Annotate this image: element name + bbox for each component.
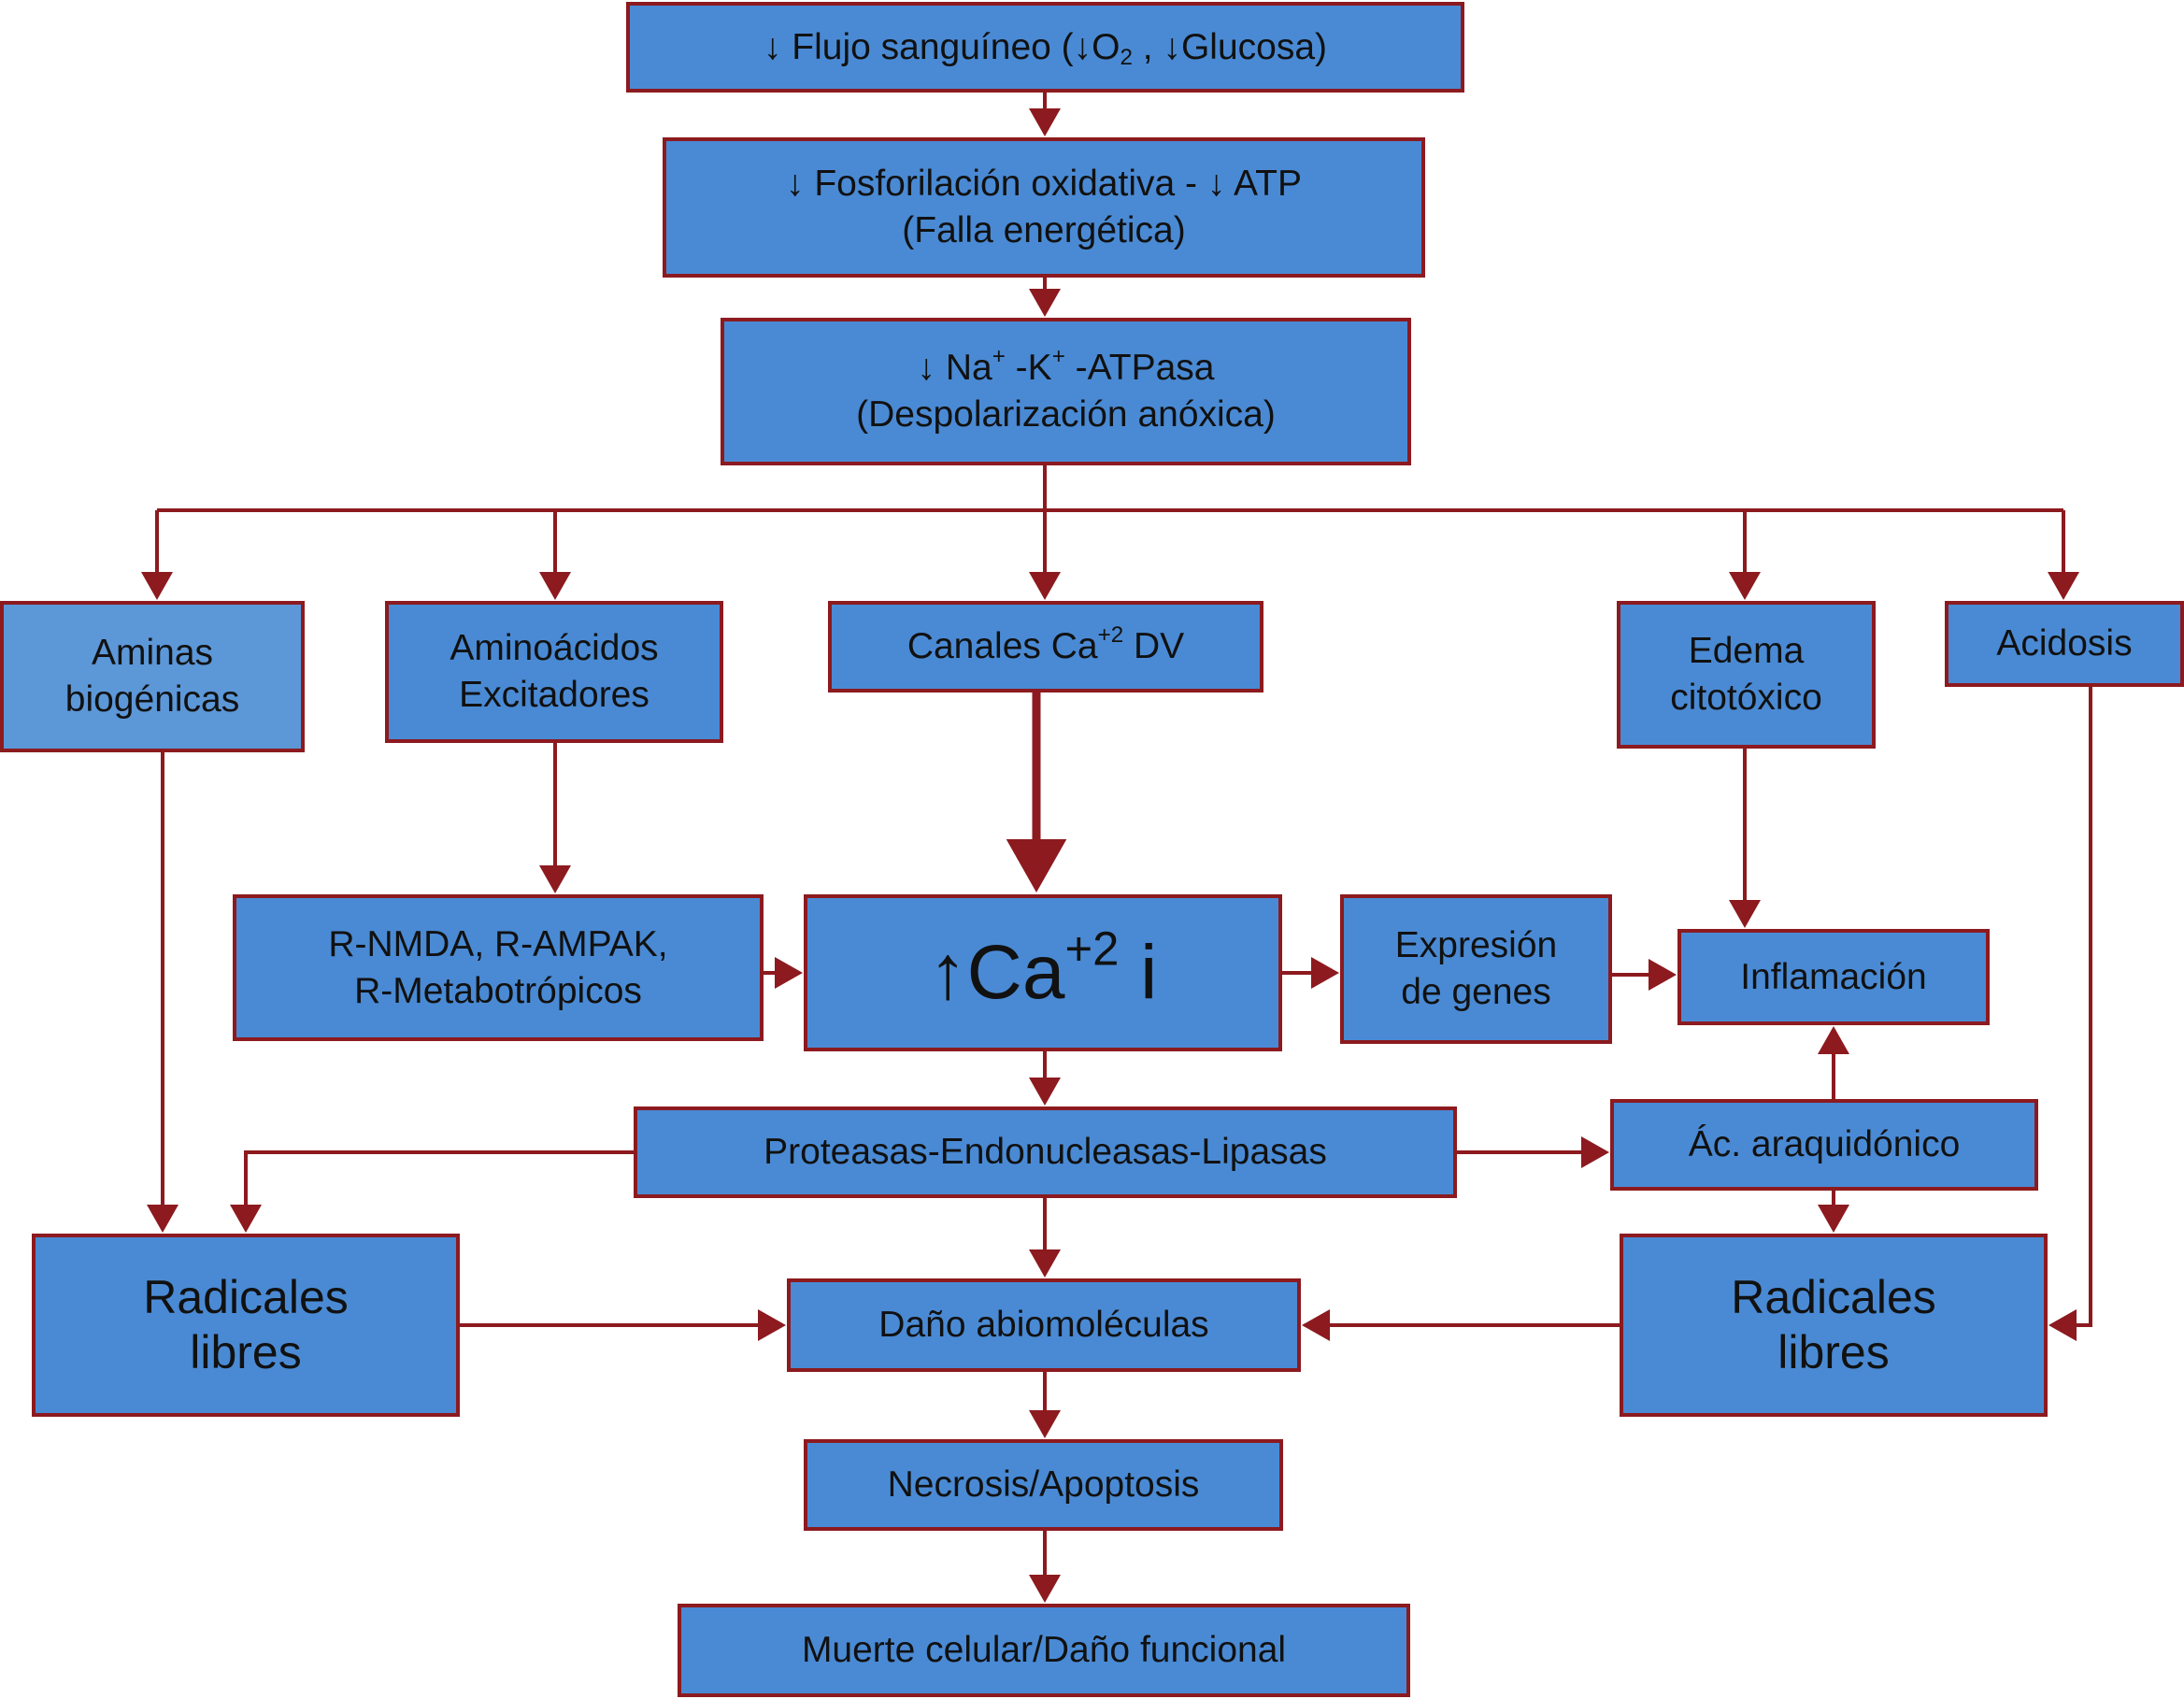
arrowhead-dano-right <box>1302 1309 1330 1341</box>
arrowhead-aminas <box>141 572 173 600</box>
arrowhead-receptores <box>539 865 571 893</box>
node-receptores-line2: R-Metabotrópicos <box>354 970 642 1011</box>
node-proteasas: Proteasas-Endonucleasas-Lipasas <box>634 1106 1457 1198</box>
arrowhead-aminoacidos <box>539 572 571 600</box>
node-radicales-izq-line2: libres <box>190 1326 302 1378</box>
node-dano: Daño abiomoléculas <box>787 1278 1301 1372</box>
node-inflamacion: Inflamación <box>1677 929 1990 1025</box>
node-edema-line1: Edema <box>1688 631 1805 672</box>
arrowhead-acidosis <box>2048 572 2079 600</box>
node-araquidonico: Ác. araquidónico <box>1610 1099 2038 1191</box>
node-necrosis-label: Necrosis/Apoptosis <box>887 1464 1200 1506</box>
arrowhead-expresion <box>1311 957 1339 989</box>
node-dano-label: Daño abiomoléculas <box>878 1305 1209 1346</box>
node-aminas-line1: Aminas <box>91 633 214 674</box>
arrowhead-radicales-izq-a <box>147 1205 178 1233</box>
connector-acidosis-radicales-der <box>2074 687 2092 1327</box>
node-flujo-label: ↓ Flujo sanguíneo (↓O2 , ↓Glucosa) <box>763 26 1328 70</box>
arrowhead-radicales-der <box>1818 1205 1849 1233</box>
arrowhead-edema <box>1729 572 1761 600</box>
node-receptores-line1: R-NMDA, R-AMPAK, <box>328 923 668 964</box>
node-calcio-label: ↑Ca+2 i <box>928 921 1158 1015</box>
node-edema: Edema citotóxico <box>1617 601 1876 749</box>
node-fosforilacion-line2: (Falla energética) <box>902 210 1186 250</box>
node-canales: Canales Ca+2 DV <box>828 601 1263 692</box>
arrowhead-dano-left <box>758 1309 786 1341</box>
node-aminoacidos: Aminoácidos Excitadores <box>385 601 723 743</box>
node-calcio: ↑Ca+2 i <box>804 894 1282 1051</box>
arrowhead-calcio <box>1006 839 1067 892</box>
node-aminas: Aminas biogénicas <box>0 601 305 752</box>
node-proteasas-label: Proteasas-Endonucleasas-Lipasas <box>764 1132 1327 1173</box>
node-araquidonico-label: Ác. araquidónico <box>1688 1124 1961 1165</box>
node-radicales-der-line1: Radicales <box>1731 1271 1936 1323</box>
arrowhead-radicales-der-right <box>2048 1309 2077 1341</box>
node-atpasa: ↓ Na+ -K+ -ATPasa (Despolarización anóxi… <box>721 318 1411 465</box>
node-atpasa-line2: (Despolarización anóxica) <box>856 394 1276 435</box>
node-radicales-izq: Radicales libres <box>32 1234 460 1417</box>
node-aminas-line2: biogénicas <box>64 679 240 720</box>
node-muerte: Muerte celular/Daño funcional <box>678 1604 1410 1697</box>
node-acidosis: Acidosis <box>1945 601 2184 687</box>
arrowhead-fosforilacion <box>1029 108 1061 136</box>
node-expresion-line2: de genes <box>1401 972 1551 1012</box>
arrowhead-necrosis <box>1029 1410 1061 1438</box>
node-radicales-izq-line1: Radicales <box>143 1271 349 1323</box>
node-radicales-der-line2: libres <box>1777 1326 1890 1378</box>
node-inflamacion-label: Inflamación <box>1740 956 1927 997</box>
arrowhead-canales <box>1029 572 1061 600</box>
arrowhead-inflamacion-bottom <box>1818 1026 1849 1054</box>
node-edema-line2: citotóxico <box>1670 678 1822 718</box>
node-muerte-label: Muerte celular/Daño funcional <box>801 1630 1287 1671</box>
node-acidosis-label: Acidosis <box>1996 623 2133 664</box>
node-aminoacidos-line2: Excitadores <box>459 675 649 715</box>
arrowhead-proteasas <box>1029 1078 1061 1106</box>
arrowhead-araquidonico <box>1581 1136 1609 1168</box>
node-atpasa-line1: ↓ Na+ -K+ -ATPasa <box>917 344 1215 389</box>
connector-proteasas-radicales-izq <box>244 1150 634 1207</box>
arrowhead-muerte <box>1029 1575 1061 1603</box>
arrowhead-calcio-left <box>775 957 803 989</box>
arrowhead-atpasa <box>1029 289 1061 317</box>
node-expresion: Expresión de genes <box>1340 894 1612 1044</box>
node-fosforilacion: ↓ Fosforilación oxidativa - ↓ ATP (Falla… <box>663 137 1425 278</box>
arrowhead-inflamacion-top <box>1729 900 1761 928</box>
arrowhead-dano-top <box>1029 1249 1061 1278</box>
node-flujo: ↓ Flujo sanguíneo (↓O2 , ↓Glucosa) <box>626 2 1464 93</box>
node-expresion-line1: Expresión <box>1394 925 1558 966</box>
node-fosforilacion-line1: ↓ Fosforilación oxidativa - ↓ ATP <box>786 164 1302 205</box>
node-aminoacidos-line1: Aminoácidos <box>450 628 659 669</box>
node-receptores: R-NMDA, R-AMPAK, R-Metabotrópicos <box>233 894 764 1041</box>
node-necrosis: Necrosis/Apoptosis <box>804 1439 1283 1531</box>
node-canales-label: Canales Ca+2 DV <box>906 622 1185 667</box>
arrowhead-radicales-izq-b <box>230 1205 262 1233</box>
node-radicales-der: Radicales libres <box>1620 1234 2048 1417</box>
arrowhead-inflamacion-left <box>1649 959 1677 991</box>
